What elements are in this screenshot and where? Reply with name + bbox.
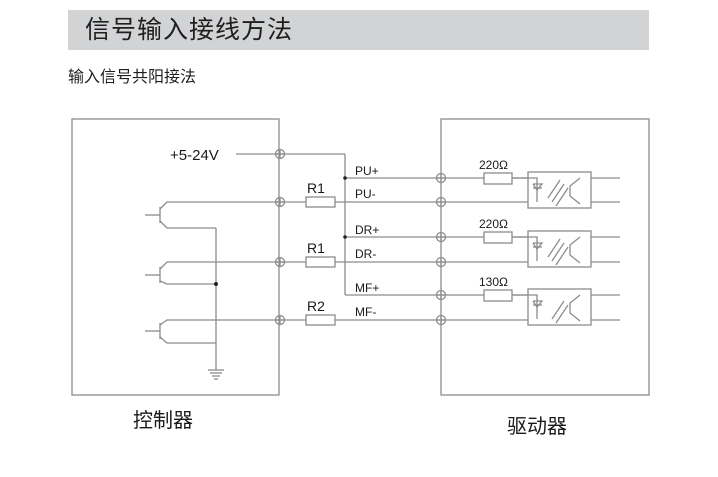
- junction-dot: [343, 176, 347, 180]
- optocoupler-icon: [512, 230, 592, 268]
- resistor-220-pu: [483, 172, 513, 185]
- resistor-220-dr: [483, 231, 513, 244]
- terminal-circles-controller: [274, 148, 286, 326]
- resistor-r1-dr: [305, 256, 336, 268]
- transistor-2: [145, 261, 216, 285]
- optocoupler-icon: [512, 171, 592, 209]
- r1-pu-label: R1: [307, 180, 325, 196]
- resistor-r2-mf: [305, 314, 336, 326]
- resistor-130-mf: [483, 289, 513, 302]
- controller-label: 控制器: [133, 408, 193, 432]
- driver-label: 驱动器: [507, 414, 567, 438]
- pu-minus-label: PU-: [355, 187, 376, 201]
- ground-icon: [208, 369, 224, 380]
- dr-minus-label: DR-: [355, 247, 376, 261]
- mf-plus-label: MF+: [355, 281, 379, 295]
- pu-plus-label: PU+: [355, 164, 379, 178]
- transistor-1: [145, 201, 216, 229]
- section-header: 信号输入接线方法: [68, 10, 649, 50]
- subtitle: 输入信号共阳接法: [68, 67, 197, 86]
- junction-dot: [343, 235, 347, 239]
- terminal-circles-driver: [435, 172, 447, 326]
- dr-plus-label: DR+: [355, 223, 379, 237]
- optocoupler-icon: [512, 288, 592, 326]
- resistor-130-mf-label: 130Ω: [479, 275, 508, 289]
- mf-minus-label: MF-: [355, 305, 376, 319]
- junction-dot: [214, 282, 218, 286]
- resistor-r1-pu: [305, 196, 336, 208]
- resistor-220-pu-label: 220Ω: [479, 158, 508, 172]
- r1-dr-label: R1: [307, 240, 325, 256]
- transistor-3: [145, 319, 216, 344]
- r2-mf-label: R2: [307, 298, 325, 314]
- section-title: 信号输入接线方法: [85, 15, 294, 44]
- resistor-220-dr-label: 220Ω: [479, 217, 508, 231]
- supply-label: +5-24V: [170, 147, 219, 164]
